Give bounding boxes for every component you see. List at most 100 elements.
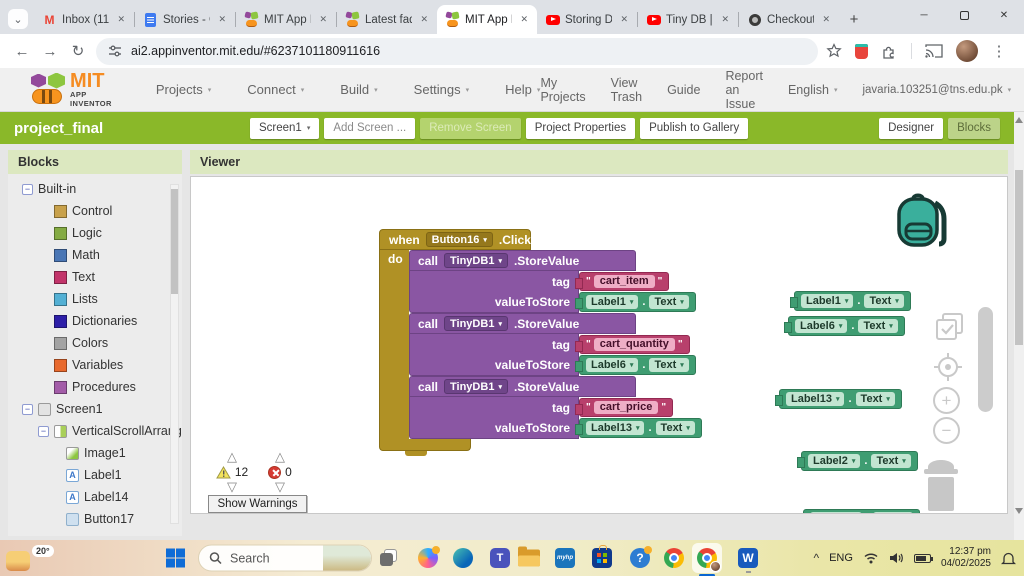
publish-to-gallery-button[interactable]: Publish to Gallery <box>640 117 749 139</box>
battery-icon[interactable] <box>913 553 933 563</box>
component-getter-block[interactable]: Label1▾ . Text▾ <box>575 292 696 312</box>
property-dropdown[interactable]: Text▾ <box>864 294 904 308</box>
menu-settings[interactable]: Settings▾ <box>413 82 470 97</box>
notification-bell-icon[interactable] <box>1001 551 1016 566</box>
volume-icon[interactable] <box>889 552 904 564</box>
project-properties-button[interactable]: Project Properties <box>525 117 636 139</box>
window-close-button[interactable]: ✕ <box>999 9 1009 21</box>
when-event-block[interactable]: when Button16▾ .Click do call TinyDB1▾ .… <box>379 229 702 456</box>
link-guide[interactable]: Guide <box>667 82 701 97</box>
appinventor-logo[interactable]: MIT APP INVENTOR <box>26 71 120 108</box>
language-indicator[interactable]: ENG <box>829 552 853 564</box>
browser-tab[interactable]: MIT App In ✕ <box>236 5 336 34</box>
teams-icon[interactable]: T <box>490 548 510 568</box>
collapse-icon[interactable]: − <box>22 183 33 195</box>
palette-item-variables[interactable]: Variables <box>8 354 182 376</box>
media-toggle-icon[interactable] <box>936 313 963 340</box>
tree-node-image1[interactable]: Image1 <box>8 442 182 464</box>
adblock-extension-icon[interactable] <box>855 43 868 59</box>
add-screen-button[interactable]: Add Screen ... <box>324 117 416 139</box>
menu-build[interactable]: Build▾ <box>340 82 378 97</box>
new-tab-button[interactable]: + <box>849 10 859 28</box>
component-dropdown[interactable]: Label7▾ <box>810 512 863 513</box>
tree-node-builtin[interactable]: − Built-in <box>8 178 182 200</box>
component-dropdown[interactable]: Button16▾ <box>425 232 493 247</box>
palette-scrollbar[interactable] <box>170 184 179 524</box>
browser-tab[interactable]: Storing Da ✕ <box>537 5 637 34</box>
account-menu[interactable]: javaria.103251@tns.edu.pk▾ <box>862 83 1012 96</box>
component-dropdown[interactable]: Label1▾ <box>586 295 639 309</box>
tinydb-storevalue-block[interactable]: call TinyDB1▾ .StoreValue tag " cart_pri… <box>409 376 702 439</box>
text-string-block[interactable]: " cart_item " <box>574 272 670 291</box>
component-dropdown[interactable]: Label13▾ <box>586 421 645 435</box>
designer-button[interactable]: Designer <box>879 117 944 139</box>
tab-close-icon[interactable]: ✕ <box>822 14 830 24</box>
tab-close-icon[interactable]: ✕ <box>117 14 125 24</box>
tab-close-icon[interactable]: ✕ <box>721 14 729 24</box>
warning-down-icon[interactable]: ▽ <box>227 479 237 494</box>
component-dropdown[interactable]: Label6▾ <box>586 358 639 372</box>
tinydb-storevalue-block[interactable]: call TinyDB1▾ .StoreValue tag " cart_qua… <box>409 313 702 376</box>
component-getter-block[interactable]: Label7▾ . Text▾ <box>803 509 920 513</box>
error-down-icon[interactable]: ▽ <box>275 479 285 494</box>
component-dropdown[interactable]: Label1▾ <box>801 294 854 308</box>
tray-clock[interactable]: 12:37 pm 04/02/2025 <box>941 546 991 570</box>
menu-connect[interactable]: Connect▾ <box>247 82 305 97</box>
tab-close-icon[interactable]: ✕ <box>319 14 327 24</box>
bookmark-star-icon[interactable] <box>826 43 842 59</box>
link-my-projects[interactable]: My Projects <box>540 75 586 104</box>
component-dropdown[interactable]: Label6▾ <box>795 319 848 333</box>
component-getter-block[interactable]: Label6▾ . Text▾ <box>784 316 905 336</box>
scroll-down-icon[interactable] <box>1015 508 1023 514</box>
get-help-icon[interactable]: ? <box>630 546 652 568</box>
tab-close-icon[interactable]: ✕ <box>620 14 628 24</box>
site-settings-icon[interactable] <box>108 44 122 58</box>
workspace-scrollbar[interactable] <box>978 307 993 412</box>
window-minimize-button[interactable]: ─ <box>920 9 928 21</box>
task-view-button[interactable] <box>380 549 398 567</box>
palette-item-dictionaries[interactable]: Dictionaries <box>8 310 182 332</box>
menu-help[interactable]: Help▾ <box>505 82 541 97</box>
search-highlight-image[interactable] <box>323 545 371 571</box>
component-dropdown[interactable]: TinyDB1▾ <box>444 379 508 394</box>
browser-tab[interactable]: Checkout ✕ <box>739 5 839 34</box>
palette-item-lists[interactable]: Lists <box>8 288 182 310</box>
page-scrollbar[interactable] <box>1014 112 1024 540</box>
scrollbar-thumb[interactable] <box>1015 170 1023 345</box>
browser-tab[interactable]: Tiny DB | D ✕ <box>638 5 738 34</box>
extensions-puzzle-icon[interactable] <box>881 43 898 60</box>
property-dropdown[interactable]: Text▾ <box>649 295 689 309</box>
weather-widget[interactable]: 20° <box>6 545 54 571</box>
property-dropdown[interactable]: Text▾ <box>855 392 895 406</box>
error-up-icon[interactable]: △ <box>275 449 285 464</box>
property-dropdown[interactable]: Text▾ <box>858 319 898 333</box>
taskbar-search[interactable]: Search <box>198 544 372 572</box>
browser-tab[interactable]: M Inbox (112 ✕ <box>34 5 134 34</box>
property-dropdown[interactable]: Text▾ <box>649 358 689 372</box>
palette-item-math[interactable]: Math <box>8 244 182 266</box>
component-dropdown[interactable]: TinyDB1▾ <box>444 316 508 331</box>
property-dropdown[interactable]: Text▾ <box>873 512 913 513</box>
screen-selector-button[interactable]: Screen1▾ <box>250 117 320 139</box>
cast-icon[interactable] <box>925 44 943 58</box>
profile-avatar[interactable] <box>956 40 978 62</box>
component-getter-block[interactable]: Label1▾ . Text▾ <box>790 291 911 311</box>
blocks-button[interactable]: Blocks <box>948 117 1000 139</box>
trash-icon[interactable] <box>922 459 960 513</box>
forward-button[interactable]: → <box>42 42 58 60</box>
property-dropdown[interactable]: Text▾ <box>871 454 911 468</box>
tree-node-vertical-scroll-arrangement[interactable]: − VerticalScrollArrangen <box>8 420 182 442</box>
component-getter-block[interactable]: Label13▾ . Text▾ <box>775 389 902 409</box>
remove-screen-button[interactable]: Remove Screen <box>420 117 521 139</box>
file-explorer-icon[interactable] <box>518 546 540 567</box>
collapse-icon[interactable]: − <box>38 425 49 437</box>
chrome-active-icon[interactable] <box>692 543 722 576</box>
scroll-up-icon[interactable] <box>1015 117 1023 123</box>
start-button[interactable] <box>166 548 185 568</box>
warning-up-icon[interactable]: △ <box>227 449 237 464</box>
link-view-trash[interactable]: View Trash <box>610 75 643 104</box>
string-value[interactable]: cart_quantity <box>593 338 675 351</box>
tinydb-storevalue-block[interactable]: call TinyDB1▾ .StoreValue tag " cart_ite… <box>409 250 702 313</box>
